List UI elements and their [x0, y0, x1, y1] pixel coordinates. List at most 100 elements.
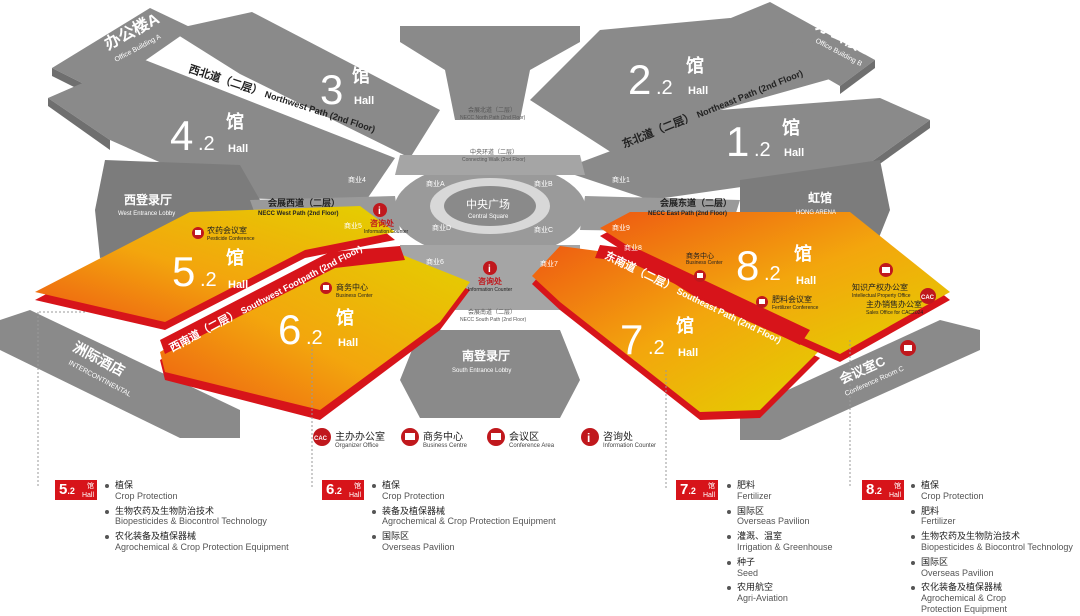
hall-key-6-badge: 6.2 馆 Hall — [322, 480, 364, 500]
hall-4-2-num: 4 — [170, 112, 193, 159]
legend-business: 商务中心 Business Centre — [423, 428, 467, 449]
hall-4-2-hall: Hall — [228, 143, 248, 155]
commerce-1: 商业1 — [612, 175, 630, 184]
hall-2-2-num: 2 — [628, 56, 651, 103]
southwest-path-stripe — [160, 246, 405, 354]
commerce-d: 商业D — [432, 223, 451, 232]
legend-conference-icon — [487, 428, 505, 446]
hall-3-shape — [170, 12, 440, 158]
ip-office-en: Intellectual Property Office — [852, 293, 911, 299]
hall-1-2-guan: 馆 — [782, 117, 800, 138]
commerce-8: 商业8 — [624, 243, 642, 252]
hall-4-2-guan: 馆 — [226, 111, 244, 132]
central-square-en: Central Square — [468, 214, 509, 220]
commerce-7: 商业7 — [540, 259, 558, 268]
hall-5-2-guan: 馆 — [226, 247, 244, 268]
commerce-6: 商业6 — [426, 257, 444, 266]
sales-office-cn: 主办销售办公室 — [866, 299, 922, 309]
north-path-cn: 会展北道（二层） — [468, 106, 516, 114]
conference-c-icon — [900, 340, 916, 356]
hall-8-2-shape — [600, 212, 950, 362]
north-connector-shape — [400, 26, 580, 120]
info-west-icon: i — [373, 203, 387, 217]
ip-office-cn: 知识产权办公室 — [852, 282, 908, 292]
hall-key-5-hall: Hall — [81, 492, 94, 499]
hall-3-guan: 馆 — [352, 65, 370, 86]
legend-conference-cn: 会议区 — [509, 432, 539, 443]
info-west-en: Information Counter — [364, 229, 409, 235]
legend-info: 咨询处 Information Counter — [603, 428, 656, 449]
legend-organizer-icon: CAC — [313, 428, 331, 446]
legend-business-en: Business Centre — [423, 443, 468, 449]
hall-key-6-num: 6.2 — [326, 481, 342, 498]
legend-info-cn: 咨询处 — [603, 432, 633, 443]
intercontinental-shape — [0, 310, 240, 438]
commerce-a: 商业A — [426, 179, 445, 188]
central-square-cn: 中央广场 — [466, 197, 510, 211]
legend-business-cn: 商务中心 — [423, 432, 463, 443]
hall-key-5-guan: 馆 — [87, 483, 94, 490]
legend-organizer: 主办办公室 Organizer Office — [335, 428, 385, 449]
north-path-en: NECC North Path (2nd Floor) — [460, 115, 526, 121]
commerce-5: 商业5 — [344, 221, 362, 230]
hall-5-2-hall: Hall — [228, 279, 248, 291]
hall-1-2-hall: Hall — [784, 147, 804, 159]
hall-8-2-num: 8 — [736, 242, 759, 289]
hall-7-2-shape — [532, 246, 820, 420]
hall-1-2-dec: .2 — [754, 139, 771, 161]
hall-key-6-guan: 馆 — [354, 483, 361, 490]
south-path-en: NECC South Path (2nd Floor) — [460, 317, 526, 323]
hall-7-2-dec: .2 — [648, 337, 665, 359]
hall-6-2-dec: .2 — [306, 327, 323, 349]
connecting-walk-cn: 中央环道（二层） — [470, 148, 518, 156]
biz-6-en: Business Center — [336, 293, 373, 299]
hall-7-2-hall: Hall — [678, 347, 698, 359]
hong-arena-cn: 虹馆 — [808, 190, 832, 205]
info-south-cn: 咨询处 — [478, 276, 503, 286]
fert-conf-en: Fertilizer Conference — [772, 305, 819, 311]
hall-key-7-badge: 7.2 馆 Hall — [676, 480, 718, 500]
hall-3-hall: Hall — [354, 95, 374, 107]
fert-conf-cn: 肥料会议室 — [772, 294, 812, 304]
hall-6-2-shape — [160, 250, 470, 420]
ip-office-icon — [879, 263, 893, 277]
svg-text:i: i — [378, 206, 381, 217]
legend-organizer-en: Organizer Office — [335, 443, 379, 449]
hall-5-2-dec: .2 — [200, 269, 217, 291]
legend-info-icon: i — [581, 428, 599, 446]
south-lobby-cn: 南登录厅 — [462, 348, 510, 363]
legend-conference-en: Conference Area — [509, 443, 555, 449]
business-center-8-icon — [694, 270, 706, 282]
pesticide-conf-en: Pesticide Conference — [207, 236, 255, 242]
pesticide-conference-icon — [192, 227, 204, 239]
legend-info-en: Information Counter — [603, 443, 657, 449]
info-west-cn: 咨询处 — [370, 218, 395, 228]
svg-text:CAC: CAC — [314, 436, 328, 442]
connecting-walk-en: Connecting Walk (2nd Floor) — [462, 157, 526, 163]
south-lobby-shape — [400, 330, 580, 418]
southeast-path-stripe — [595, 245, 810, 345]
west-path-en: NECC West Path (2nd Floor) — [258, 211, 339, 217]
hall-key-8-hall: Hall — [888, 492, 901, 499]
hall-key-8-badge: 8.2 馆 Hall — [862, 480, 904, 500]
hall-key-8-guan: 馆 — [894, 483, 901, 490]
biz-8-cn: 商务中心 — [686, 251, 714, 260]
west-lobby-cn: 西登录厅 — [124, 192, 172, 207]
legend-business-icon — [401, 428, 419, 446]
hall-7-2-guan: 馆 — [676, 315, 694, 336]
hall-key-5-num: 5.2 — [59, 481, 75, 498]
south-lobby-en: South Entrance Lobby — [452, 368, 511, 374]
hall-4-2-shape — [48, 58, 395, 202]
commerce-c: 商业C — [534, 225, 553, 234]
